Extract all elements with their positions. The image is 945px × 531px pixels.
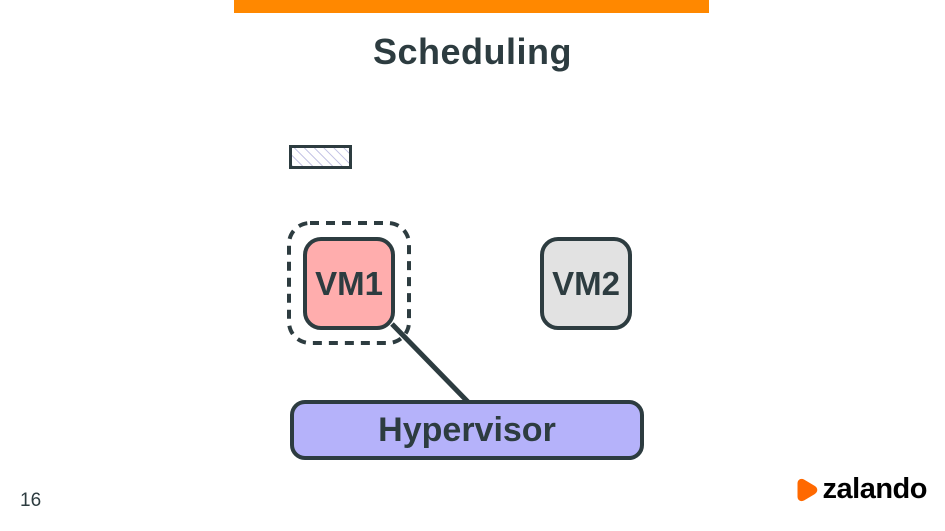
node-hypervisor-label: Hypervisor	[378, 411, 556, 449]
slide-title: Scheduling	[372, 31, 572, 72]
page-number: 16	[20, 490, 42, 511]
node-vm2-label: VM2	[552, 265, 620, 302]
edge-vm1-hypervisor	[390, 322, 472, 406]
zalando-logo-text: zalando	[822, 473, 928, 505]
node-vm1-label: VM1	[315, 265, 383, 302]
accent-bar	[234, 0, 709, 13]
zalando-logo: zalando	[793, 473, 928, 505]
node-vm1: VM1	[303, 237, 395, 330]
hatched-swatch	[289, 145, 352, 169]
node-hypervisor: Hypervisor	[290, 400, 644, 460]
zalando-logo-icon	[797, 478, 817, 501]
node-vm2: VM2	[540, 237, 632, 330]
